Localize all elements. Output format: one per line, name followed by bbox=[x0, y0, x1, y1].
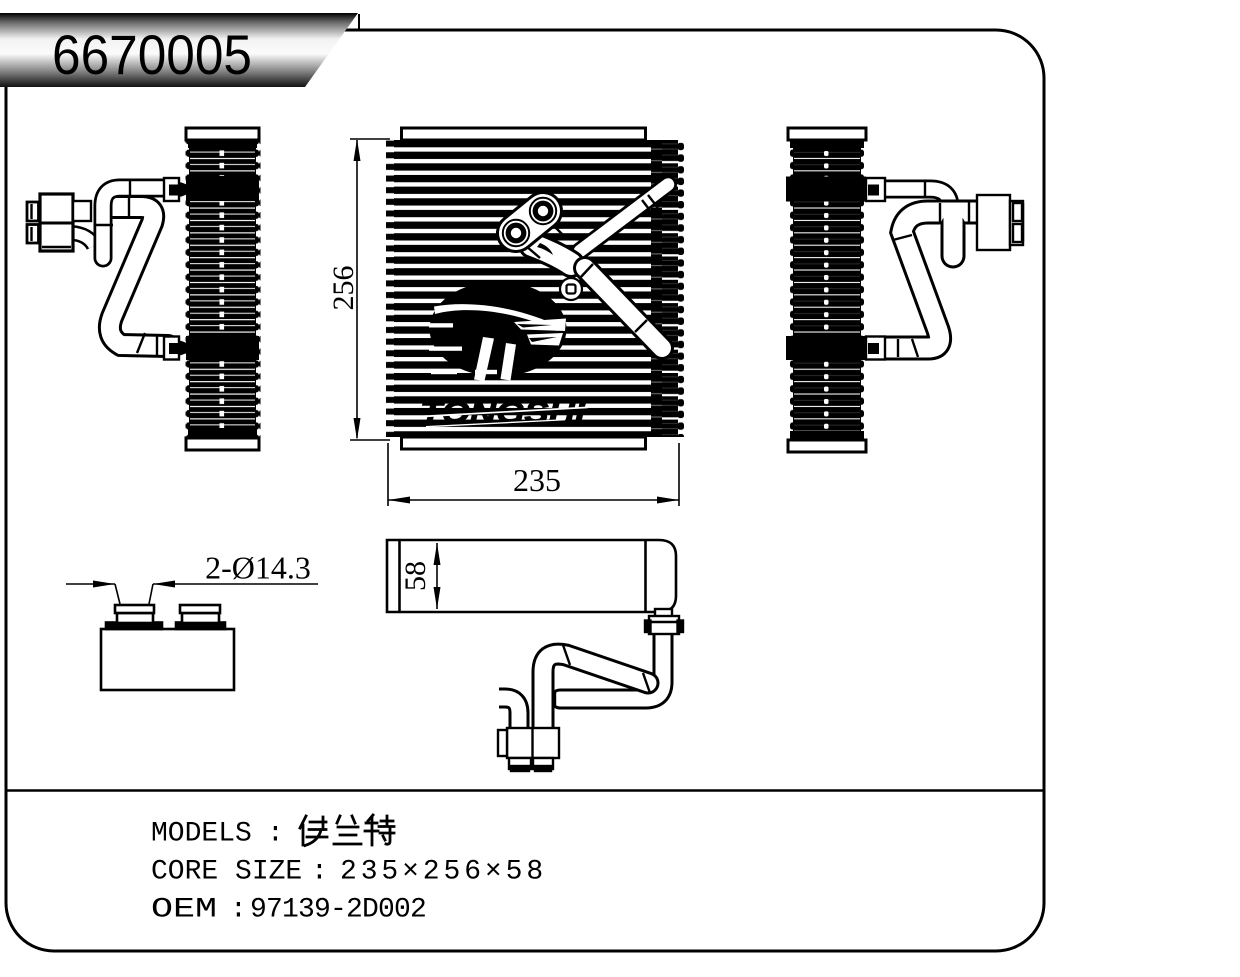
svg-text:CORE SIZE: CORE SIZE bbox=[151, 857, 302, 888]
svg-text:OEM: OEM bbox=[151, 895, 217, 926]
svg-text::: : bbox=[267, 819, 284, 850]
svg-text:256: 256 bbox=[327, 266, 360, 311]
svg-text:235×256×58: 235×256×58 bbox=[340, 857, 547, 888]
svg-text::: : bbox=[311, 857, 328, 888]
svg-text:2-Ø14.3: 2-Ø14.3 bbox=[205, 550, 311, 586]
svg-text:235: 235 bbox=[513, 462, 561, 498]
svg-text::: : bbox=[230, 895, 247, 926]
svg-text:97139-2D002: 97139-2D002 bbox=[250, 895, 426, 926]
svg-text:6670005: 6670005 bbox=[52, 23, 252, 86]
svg-text:TONGSHI: TONGSHI bbox=[420, 397, 586, 430]
svg-text:58: 58 bbox=[399, 561, 432, 591]
svg-text:MODELS: MODELS bbox=[151, 819, 252, 850]
